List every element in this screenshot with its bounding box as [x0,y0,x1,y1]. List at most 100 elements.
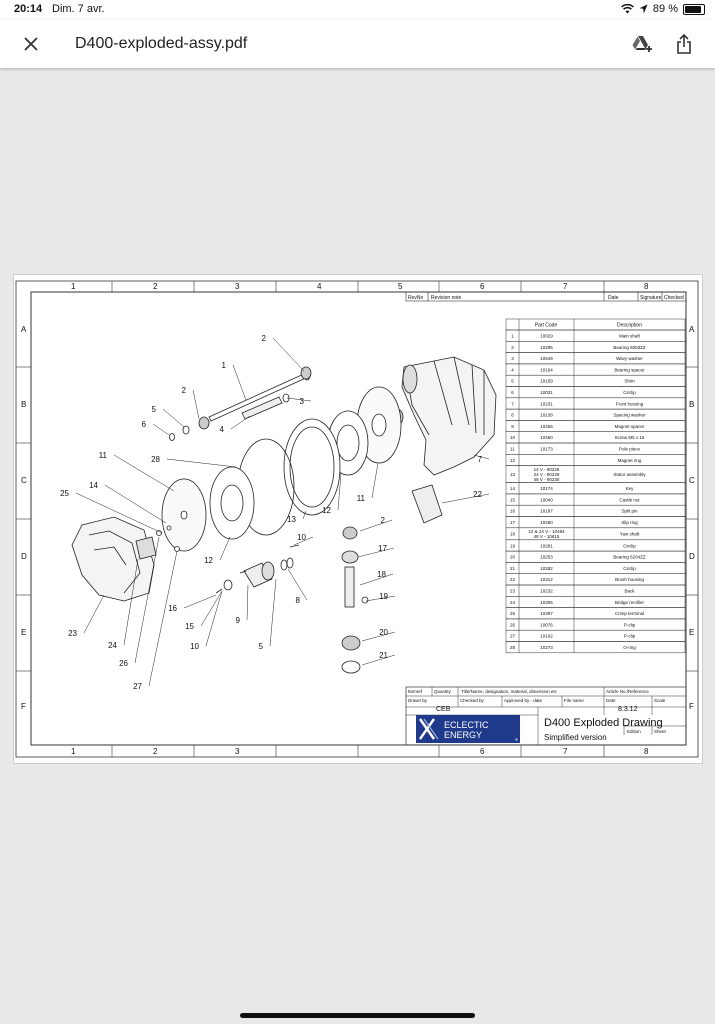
close-icon [24,37,38,51]
callout-9: 9 [236,584,249,625]
part-code: 10159 [540,379,553,384]
callout-number: 2 [381,516,386,525]
part-code: 10456 [540,424,553,429]
bearing-17 [342,526,358,540]
share-button[interactable] [670,30,698,58]
part-number: 6 [511,390,514,395]
status-time: 20:14 [14,3,43,15]
part-code: 10031 [540,390,553,395]
part-number: 25 [510,611,516,616]
part-description: Key [626,486,635,491]
part-code: 10076 [540,622,553,627]
row-label-left: B [21,400,26,409]
callout-number: 27 [133,682,142,691]
part-code: 10305 [540,600,553,605]
callout-28: 28 [151,455,237,468]
callout-number: 24 [108,641,117,650]
part-description: Spacing washer [613,413,646,418]
bearing-6204 [341,635,361,651]
home-indicator[interactable] [240,1013,475,1018]
part-description: P-clip [624,634,636,639]
part-code-header: Part Code [535,323,558,329]
callout-16: 16 [168,594,217,613]
callout-number: 14 [89,481,98,490]
rev-date-label: Date [608,295,619,301]
callout-3: 3 [286,397,312,406]
callout-21: 21 [361,651,396,666]
castle-nut [223,579,233,591]
callout-number: 12 [322,506,331,515]
drawing-subtitle: Simplified version [544,733,607,742]
shim-left [182,425,190,435]
pdf-toolbar: D400-exploded-assy.pdf [0,20,715,68]
part-number: 22 [510,577,516,582]
callout-number: 28 [151,455,160,464]
column-label-bottom: 1 [71,747,76,756]
part-description: Stator assembly [613,472,646,477]
add-to-drive-button[interactable] [629,30,657,58]
callout-number: 9 [236,616,241,625]
callout-number: 10 [190,642,199,651]
part-number: 8 [511,413,514,418]
callout-number: 6 [142,420,147,429]
part-description: P-clip [624,622,636,627]
status-right: 89 % [620,3,705,15]
column-label-bottom: 8 [644,747,649,756]
callout-20: 20 [361,628,396,642]
callout-number: 21 [379,651,388,660]
part-code: 48 V - 90230 [534,477,560,482]
part-code: 10280 [540,520,553,525]
approved-by-label: Approved by - date [504,698,543,703]
part-description: Front housing [616,401,644,406]
column-label-top: 1 [71,282,76,291]
checked-by-label: Checked by [460,698,485,703]
callout-17: 17 [357,544,395,558]
drawing-title: D400 Exploded Drawing [544,717,663,729]
row-label-right: A [689,325,695,334]
part-code: 10549 [540,356,553,361]
callout-8: 8 [287,568,308,605]
part-description: Screw M5 x 16 [615,435,645,440]
rev-no-label: RevNo [408,295,424,301]
part-code: 10273 [540,645,553,650]
part-code: 10232 [540,588,553,593]
yaw-shaft [344,566,355,608]
revision-header: RevNo Revision note Date Signature Check… [405,291,687,302]
callout-number: 26 [119,659,128,668]
bearing-left [198,416,210,430]
part-description: Circlip [623,566,636,571]
callout-number: 15 [185,622,194,631]
column-label-bottom: 7 [563,747,568,756]
part-description: Main shaft [619,333,641,338]
battery-percent: 89 % [652,3,678,15]
drawn-by-value: CEB [436,706,451,713]
part-code: 24 V - 90229 [534,472,560,477]
callout-2: 2 [182,386,200,420]
part-description: O-ring [623,645,636,650]
part-number: 20 [510,555,516,560]
column-label-top: 8 [644,282,649,291]
row-label-right: B [689,400,694,409]
callout-11: 11 [357,462,379,503]
share-icon [677,34,691,54]
circlip-21 [341,660,361,674]
part-code: 10312 [540,577,553,582]
back-housing [71,516,155,602]
file-name-label: File name [564,698,584,703]
callout-2: 2 [262,334,305,372]
quantity-label: Quantity [434,689,452,694]
edition-label: Edition [627,729,641,734]
callout-number: 2 [182,386,187,395]
row-label-left: D [21,552,27,561]
column-label-top: 2 [153,282,158,291]
part-description: Crimp terminal [615,611,644,616]
row-label-left: C [21,476,27,485]
close-button[interactable] [17,30,45,58]
